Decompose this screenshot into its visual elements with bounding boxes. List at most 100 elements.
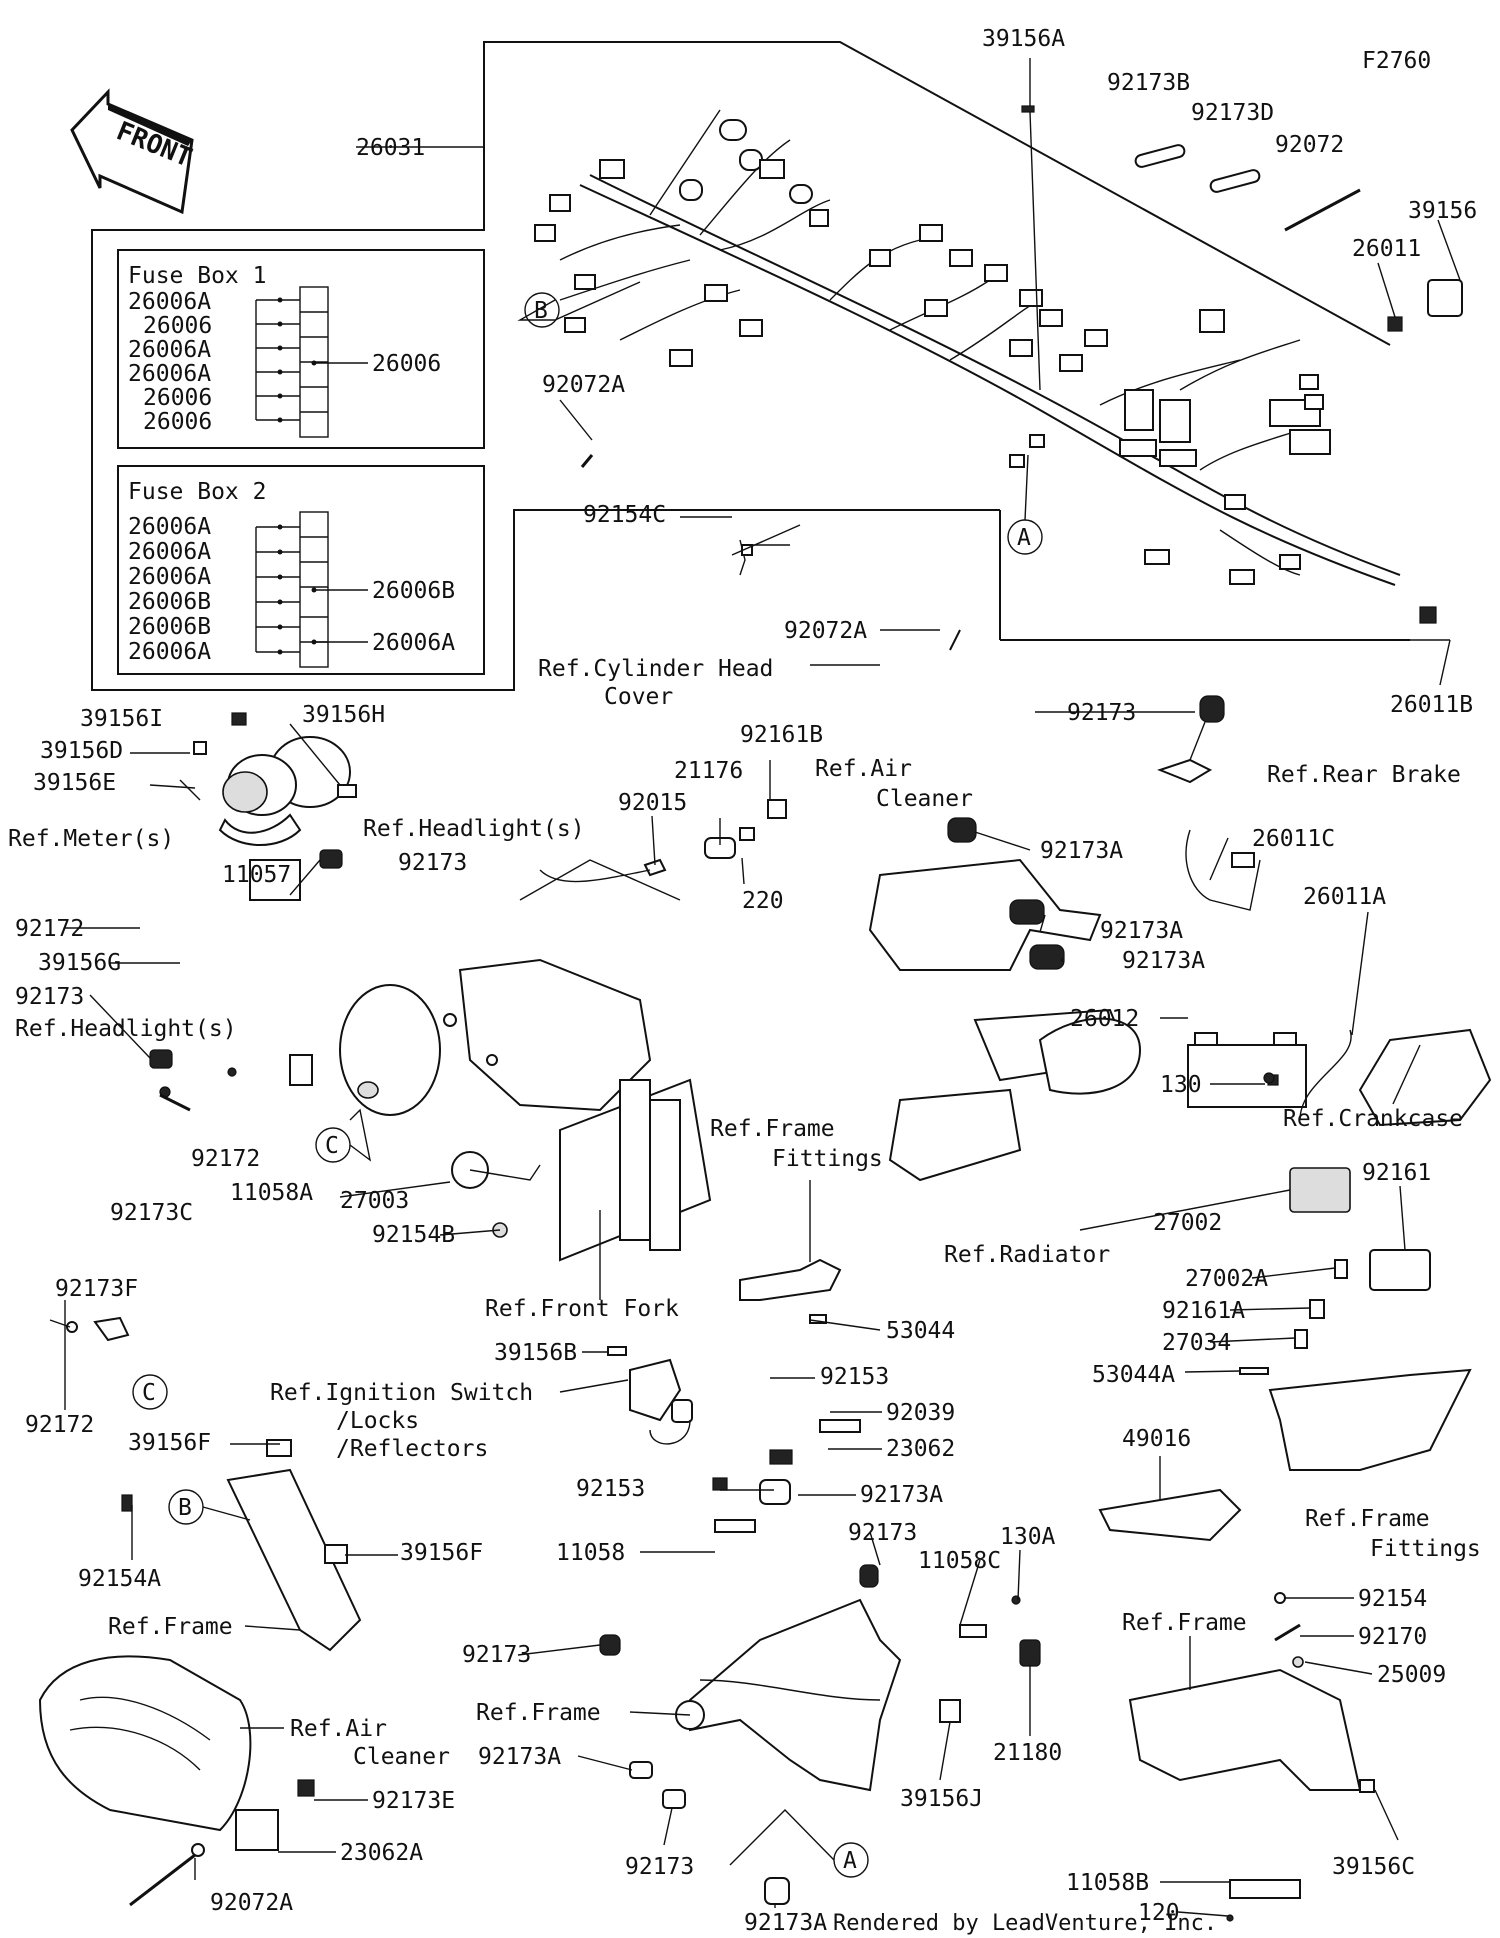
part-label: 92173E (372, 1788, 455, 1814)
part-label: 92173 (398, 850, 467, 876)
part-label: 39156J (900, 1786, 983, 1812)
air-cleaner-bracket (868, 817, 1142, 1182)
part-label: /Locks (336, 1408, 419, 1434)
part-label: 11058 (556, 1540, 625, 1566)
air-cleaner-lower (38, 1655, 315, 1907)
fuse-box-2-row: 26006A (128, 639, 211, 665)
fuse-box-1-group-label: 26006 (372, 351, 441, 377)
part-label: 26011 (1352, 236, 1421, 262)
fuse-box-2: Fuse Box 2 26006A 26006A 26006A 26006B 2… (117, 465, 485, 675)
part-label: 11058B (1066, 1870, 1149, 1896)
part-label: Ref.Crankcase (1283, 1106, 1463, 1132)
part-label: 92173 (848, 1520, 917, 1546)
ignition-switch (607, 1346, 693, 1445)
front-arrow-icon: FRONT (70, 88, 196, 215)
frame-right (1128, 1592, 1375, 1922)
part-label: 92173 (15, 984, 84, 1010)
part-label: Ref.Frame (476, 1700, 601, 1726)
part-label: Cover (604, 684, 673, 710)
part-label: 39156I (80, 706, 163, 732)
diagram-code: F2760 (1362, 48, 1431, 74)
part-label: /Reflectors (336, 1436, 488, 1462)
part-label: 130A (1000, 1524, 1056, 1550)
fuse-box-1-row: 26006 (143, 313, 212, 339)
sensor-cable-parts (539, 799, 787, 883)
part-label: 26011A (1303, 884, 1386, 910)
part-label: Ref.Frame (108, 1614, 233, 1640)
part-label: 92153 (820, 1364, 889, 1390)
fuse-box-2-title: Fuse Box 2 (128, 479, 266, 505)
part-label: Ref.Air (290, 1716, 387, 1742)
part-label: 92072 (1275, 132, 1344, 158)
part-label: 11057 (222, 862, 291, 888)
part-label: 53044 (886, 1318, 955, 1344)
part-label: 27002A (1185, 1266, 1268, 1292)
clip-92173F: C C (66, 1108, 372, 1410)
battery-assembly (1185, 829, 1492, 1127)
part-label: 92153 (576, 1476, 645, 1502)
fuse-box-1-row: 26006A (128, 289, 211, 315)
part-label: 92173A (478, 1744, 561, 1770)
part-label: 92161B (740, 722, 823, 748)
part-label: 92172 (15, 916, 84, 942)
part-label: Ref.Ignition Switch (270, 1380, 533, 1406)
fuse-box-1-row: 26006A (128, 337, 211, 363)
fuse-box-2-row: 26006A (128, 539, 211, 565)
callout-b: B (178, 1495, 192, 1521)
part-label: 23062A (340, 1840, 423, 1866)
part-label: 92154A (78, 1566, 161, 1592)
frame-fittings-mid (739, 1258, 842, 1324)
part-label: 92072A (784, 618, 867, 644)
part-label: 39156F (400, 1540, 483, 1566)
part-label: 130 (1160, 1072, 1202, 1098)
rear-brake-parts (1157, 695, 1225, 784)
fuse-box-1-row: 26006A (128, 361, 211, 387)
part-label: 92072A (210, 1890, 293, 1916)
part-label: 39156H (302, 702, 385, 728)
part-label: 92173C (110, 1200, 193, 1226)
harness-frame-lines (91, 41, 1410, 691)
part-label: 220 (742, 888, 784, 914)
part-label: 39156 (1408, 198, 1477, 224)
leader-lines-lower (49, 146, 1421, 1917)
part-label: Fittings (1370, 1536, 1481, 1562)
fuse-box-2-row: 26006B (128, 589, 211, 615)
part-label: 92154 (1358, 1586, 1427, 1612)
footer-credit: Rendered by LeadVenture, Inc. (833, 1911, 1217, 1936)
part-label: 26011C (1252, 826, 1335, 852)
part-label: 92161 (1362, 1160, 1431, 1186)
part-label: 25009 (1377, 1662, 1446, 1688)
part-label: 92172 (25, 1412, 94, 1438)
callout-a: A (843, 1848, 857, 1874)
part-label: 39156F (128, 1430, 211, 1456)
fuse-box-2-row: 26006A (128, 514, 211, 540)
part-label: 39156E (33, 770, 116, 796)
part-label: 92173D (1191, 100, 1274, 126)
part-label: 92154C (583, 502, 666, 528)
part-label: 53044A (1092, 1362, 1175, 1388)
main-wiring-harness (534, 109, 1401, 586)
fuse-box-2-group-label: 26006B (372, 578, 455, 604)
part-label: 92173 (625, 1854, 694, 1880)
fuse-box-1-row: 26006 (143, 385, 212, 411)
meter-assembly (179, 712, 357, 846)
part-label: 39156A (982, 26, 1065, 52)
part-label: 92161A (1162, 1298, 1245, 1324)
part-label: 92039 (886, 1400, 955, 1426)
fuse-box-1: Fuse Box 1 26006A 26006 26006A 26006A 26… (117, 249, 485, 449)
part-label: Ref.Rear Brake (1267, 762, 1461, 788)
part-label: 26031 (356, 135, 425, 161)
part-label: 39156D (40, 738, 123, 764)
part-labels: 39156A 92173B 92173D 92072 39156 26011 2… (8, 26, 1481, 1936)
part-label: Cleaner (353, 1744, 450, 1770)
part-label: 92173 (1067, 700, 1136, 726)
headlight-assembly (149, 849, 681, 1116)
part-label: 92072A (542, 372, 625, 398)
part-label: 26011B (1390, 692, 1473, 718)
frame-center: A (599, 1419, 1041, 1905)
part-label: Ref.Cylinder Head (538, 656, 773, 682)
harness-accessory-parts (580, 105, 1463, 651)
callout-harness: B A (517, 281, 1043, 555)
part-label: 39156B (494, 1340, 577, 1366)
